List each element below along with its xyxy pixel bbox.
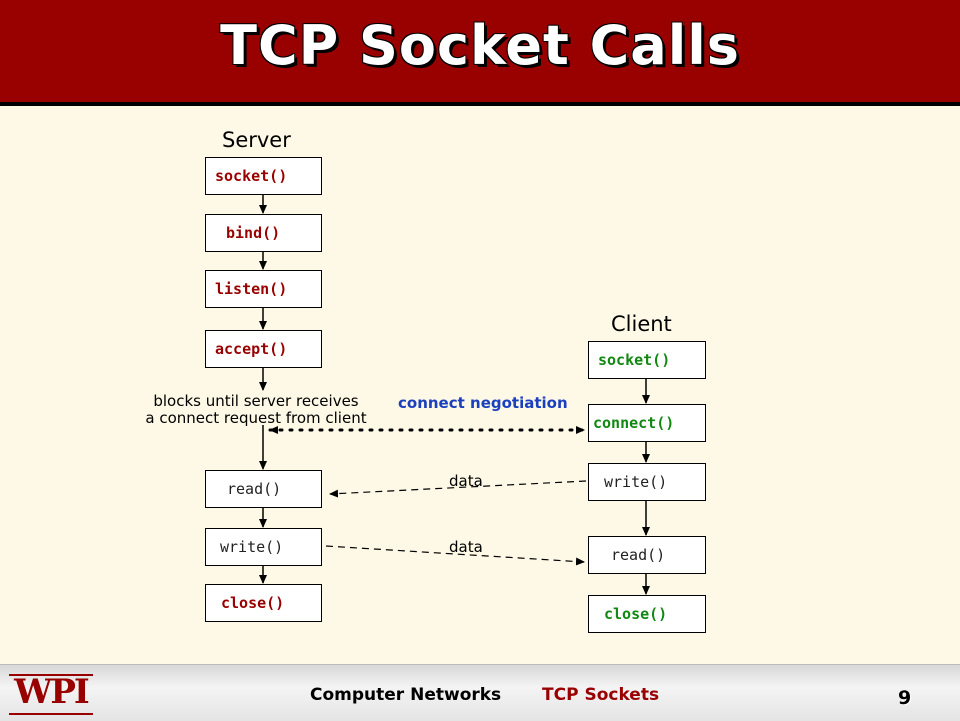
title-bar: TCP Socket Calls [0,0,960,106]
server-listen-box: listen() [205,270,322,308]
blocks-note-line1: blocks until server receives [153,392,359,410]
blocks-note: blocks until server receives a connect r… [118,393,394,427]
client-write-box: write() [588,463,706,501]
client-close-box: close() [588,595,706,633]
footer-bar: WPI Computer Networks TCP Sockets 9 [0,664,960,721]
blocks-note-line2: a connect request from client [145,409,367,427]
server-write-box: write() [205,528,322,566]
server-accept-box: accept() [205,330,322,368]
data-arrow-client-to-server [329,480,587,498]
page-number: 9 [898,687,912,709]
server-socket-box: socket() [205,157,322,195]
data-label-upper: data [449,472,483,490]
client-connect-box: connect() [588,404,706,442]
logo-text: WPI [14,672,90,712]
client-socket-box: socket() [588,341,706,379]
slide-title: TCP Socket Calls [220,14,740,77]
wpi-logo: WPI [5,673,97,715]
footer-course: Computer Networks [310,685,502,705]
data-label-lower: data [449,538,483,556]
server-close-box: close() [205,584,322,622]
server-read-box: read() [205,470,322,508]
server-label: Server [222,128,291,152]
footer-topic: TCP Sockets [542,685,660,705]
client-read-box: read() [588,536,706,574]
client-label: Client [611,312,672,336]
server-bind-box: bind() [205,214,322,252]
logo-rule-bottom [9,713,93,715]
connect-negotiation-label: connect negotiation [398,394,568,412]
logo-rule-top [9,674,93,676]
